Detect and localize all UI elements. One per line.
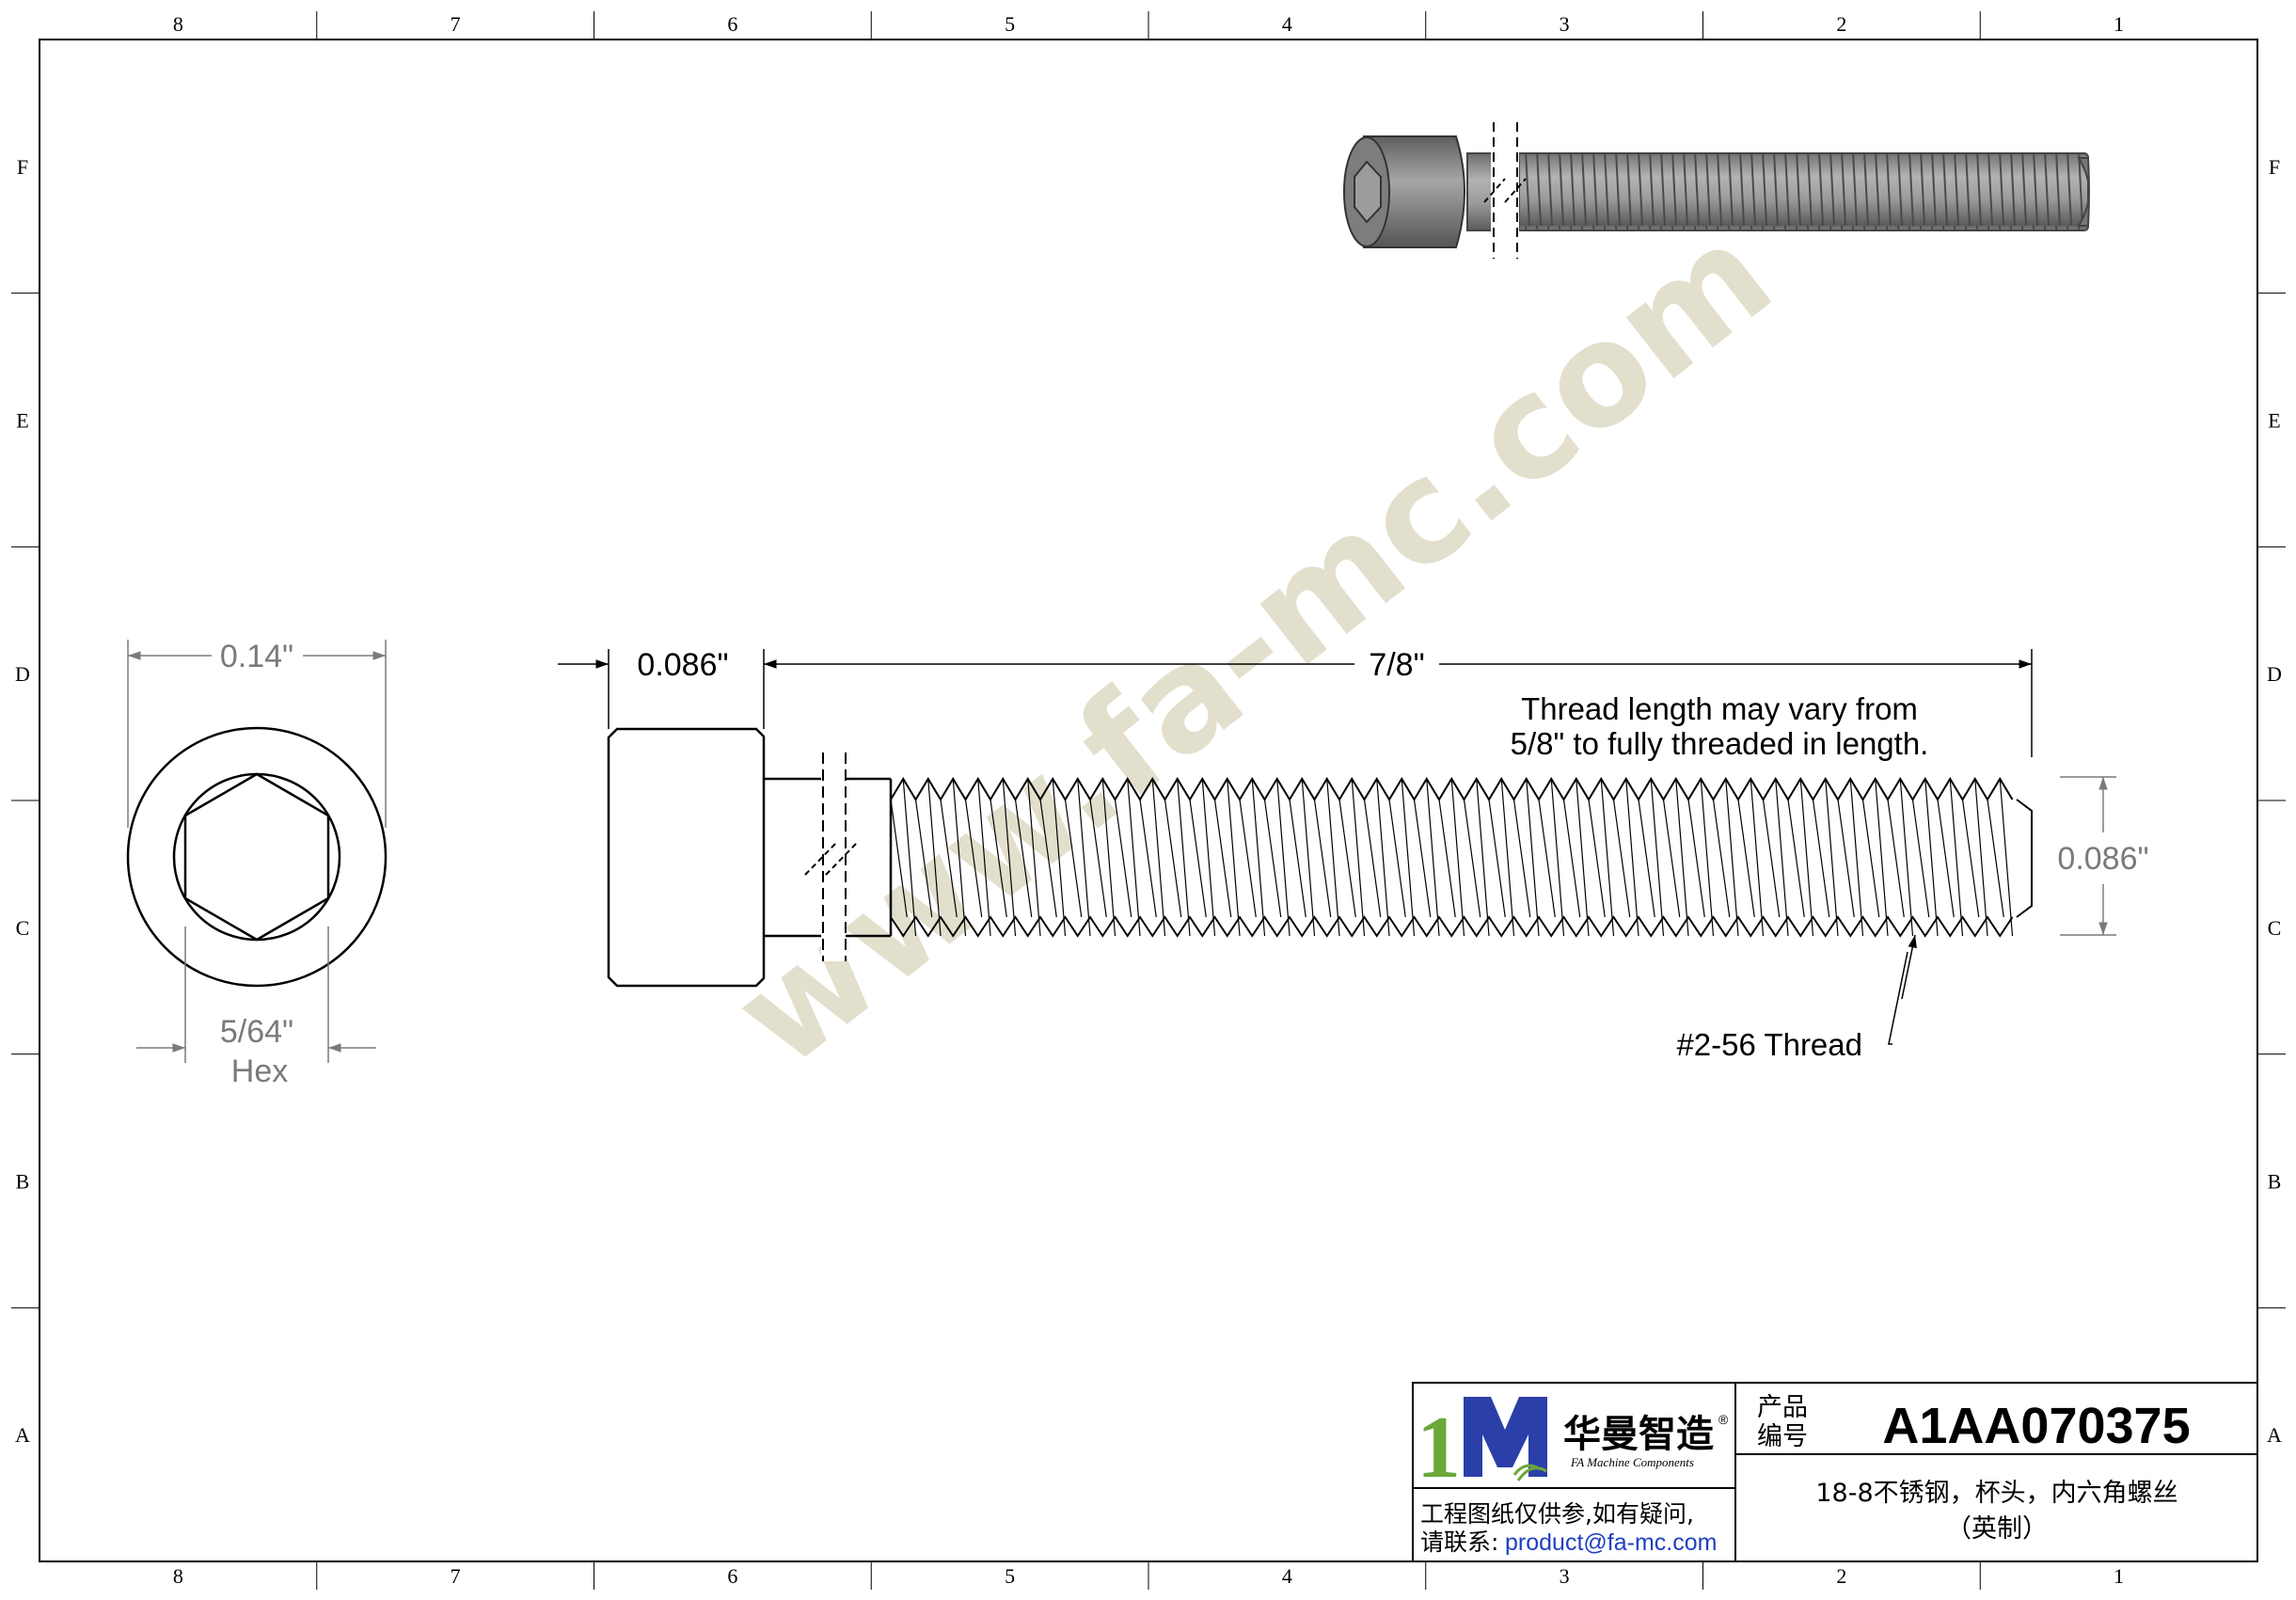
zone-column-label-bottom: 5 xyxy=(1005,1564,1015,1588)
logo-m-shape xyxy=(1464,1397,1547,1477)
thread-length-note-line2: 5/8" to fully threaded in length. xyxy=(1511,726,1929,761)
zone-row-label-right: B xyxy=(2268,1170,2282,1194)
thread-chamfer-tip xyxy=(2016,799,2033,918)
watermark: www.fa-mc.com xyxy=(705,193,1801,1100)
brand-english: FA Machine Components xyxy=(1570,1455,1694,1469)
logo-digit: 1 xyxy=(1417,1399,1461,1497)
logo-wifi-icon xyxy=(1512,1464,1547,1481)
zone-row-label-left: B xyxy=(16,1170,30,1194)
zone-column-label-bottom: 4 xyxy=(1282,1564,1292,1588)
thread-crest-bottom xyxy=(890,915,2014,938)
zone-column-label-top: 8 xyxy=(173,12,183,36)
zone-column-label-bottom: 2 xyxy=(1836,1564,1846,1588)
head-outer-circle xyxy=(126,726,388,988)
thread-callout: #2-56 Thread xyxy=(1676,1027,1862,1062)
product-number: A1AA070375 xyxy=(1882,1398,2190,1454)
zone-row-label-left: E xyxy=(16,409,28,433)
brand-name: 华曼智造 xyxy=(1563,1413,1714,1456)
zone-column-label-top: 3 xyxy=(1560,12,1570,36)
hex-type-label: Hex xyxy=(231,1053,288,1089)
hex-socket-icon xyxy=(183,772,330,942)
zone-row-label-right: A xyxy=(2267,1423,2282,1447)
zone-row-label-right: E xyxy=(2268,409,2280,433)
side-view: 0.086" 7/8" Thread length may vary from … xyxy=(558,647,2149,1062)
socket-circle xyxy=(172,772,341,942)
zone-column-label-top: 5 xyxy=(1005,12,1015,36)
hex-size-label: 5/64" xyxy=(220,1014,293,1050)
zone-column-label-top: 1 xyxy=(2114,12,2124,36)
registered-mark: ® xyxy=(1718,1412,1729,1427)
screw-head-profile xyxy=(607,727,766,988)
thread-helix-lines xyxy=(890,778,2014,937)
render-break-lines xyxy=(1483,122,1527,259)
contact-prefix: 请联系: xyxy=(1420,1529,1498,1556)
shank-break-lines xyxy=(804,752,859,961)
product-no-label-line1: 产品 xyxy=(1757,1393,1808,1422)
zone-column-label-bottom: 3 xyxy=(1560,1564,1570,1588)
zone-column-label-top: 6 xyxy=(727,12,737,36)
zone-row-label-right: F xyxy=(2269,155,2280,179)
thread-diameter-label: 0.086" xyxy=(2057,841,2148,877)
product-no-label-line2: 编号 xyxy=(1757,1422,1808,1451)
product-description-line1: 18-8不锈钢，杯头，内六角螺丝 xyxy=(1815,1479,2177,1508)
zone-column-label-top: 2 xyxy=(1836,12,1846,36)
zone-column-label-bottom: 1 xyxy=(2114,1564,2124,1588)
end-view: 0.14" 5/64" Hex xyxy=(126,639,388,1089)
render-hex-socket-icon xyxy=(1354,160,1382,224)
render-thread-tip xyxy=(2077,157,2090,227)
zone-row-label-left: F xyxy=(17,155,28,179)
screw-render xyxy=(1343,122,2090,259)
zone-row-label-left: C xyxy=(16,916,30,940)
zone-row-label-left: D xyxy=(15,662,30,686)
title-block: 1 华曼智造 ® FA Machine Components 产品 编号 A1A… xyxy=(1412,1382,2258,1562)
zone-row-label-right: C xyxy=(2268,916,2282,940)
zone-column-label-bottom: 6 xyxy=(727,1564,737,1588)
zone-column-label-top: 7 xyxy=(451,12,461,36)
render-thread xyxy=(1513,152,2089,231)
brand-logo: 1 华曼智造 ® FA Machine Components xyxy=(1417,1397,1729,1497)
disclaimer-line1: 工程图纸仅供参,如有疑问, xyxy=(1420,1500,1694,1528)
zone-column-label-bottom: 8 xyxy=(173,1564,183,1588)
product-description-line2: （英制） xyxy=(1946,1514,2048,1544)
head-length-label: 0.086" xyxy=(637,647,728,683)
zone-column-label-bottom: 7 xyxy=(451,1564,461,1588)
contact-email-link[interactable]: product@fa-mc.com xyxy=(1505,1529,1717,1556)
threaded-section xyxy=(890,777,2033,938)
diameter-label: 0.14" xyxy=(220,639,293,674)
zone-row-label-right: D xyxy=(2267,662,2282,686)
overall-length-label: 7/8" xyxy=(1369,647,1424,683)
thread-length-note-line1: Thread length may vary from xyxy=(1521,691,1918,726)
zone-column-label-top: 4 xyxy=(1282,12,1292,36)
zone-row-label-left: A xyxy=(15,1423,30,1447)
